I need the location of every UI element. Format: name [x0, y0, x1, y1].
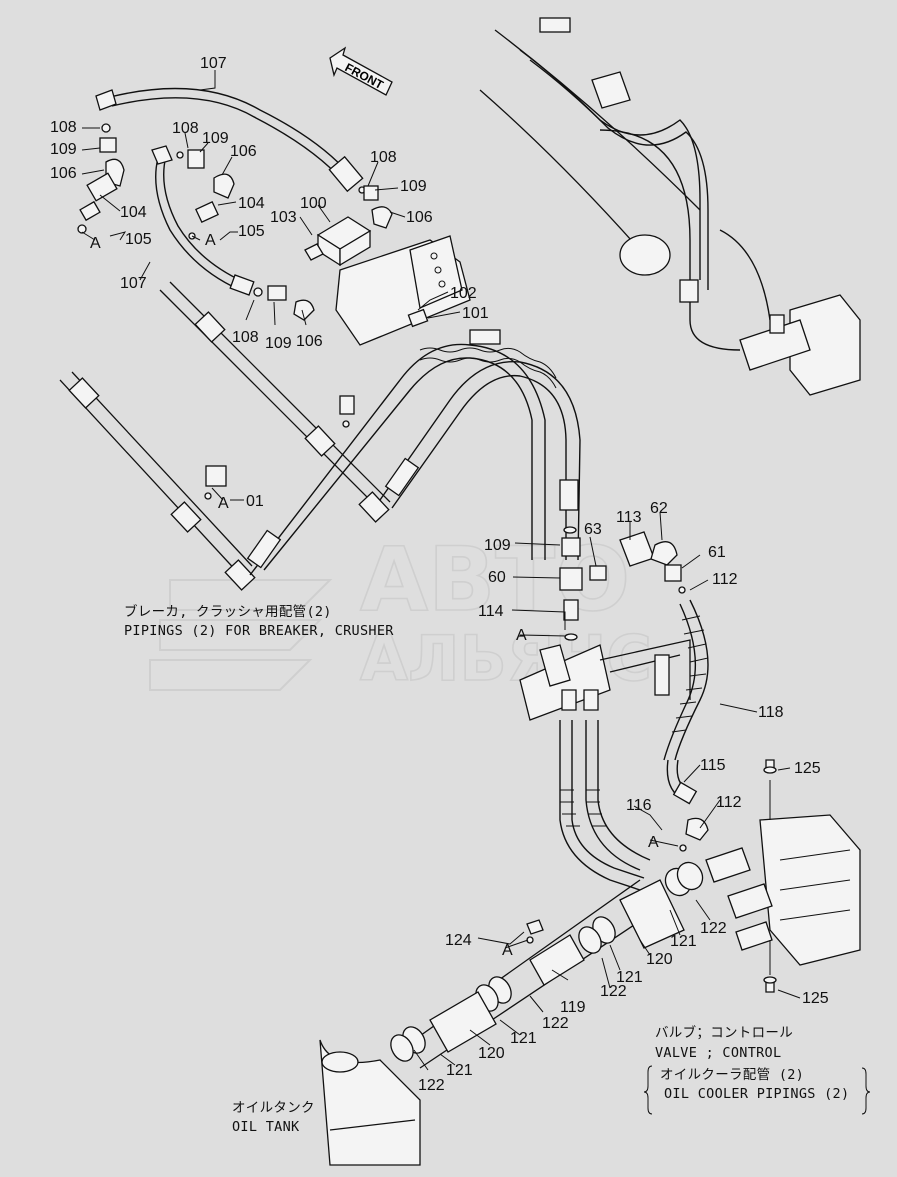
callout-122: 122 [542, 1015, 569, 1032]
callout-109: 109 [400, 178, 427, 195]
callout-106: 106 [296, 333, 323, 350]
callout-labels: 107 108 109 106 104 A 105 107 108 109 10… [50, 55, 829, 1094]
callout-109: 109 [50, 141, 77, 158]
front-arrow-label: FRONT [343, 60, 387, 92]
callout-120: 120 [646, 951, 673, 968]
control-valve [705, 759, 861, 993]
center-fittings [519, 526, 691, 721]
callout-121: 121 [446, 1062, 473, 1079]
callout-108: 108 [232, 329, 259, 346]
callout-A: A [516, 627, 527, 644]
front-arrow: FRONT [329, 46, 393, 96]
callout-A: A [90, 235, 101, 252]
callout-125: 125 [802, 990, 829, 1007]
callout-107: 107 [200, 55, 227, 72]
caption-tank-en: OIL TANK [232, 1119, 300, 1135]
cooler-hose-118 [663, 599, 709, 852]
callout-109: 109 [202, 130, 229, 147]
caption-tank-jp: オイルタンク [232, 1100, 315, 1116]
callout-108: 108 [50, 119, 77, 136]
callout-122: 122 [700, 920, 727, 937]
caption-breaker-jp: ブレーカ, クラッシャ用配管(2) [124, 603, 332, 620]
callout-60: 60 [488, 569, 506, 586]
callout-62: 62 [650, 500, 668, 517]
callout-121: 121 [670, 933, 697, 950]
callout-118: 118 [758, 704, 784, 721]
callout-112: 112 [712, 571, 738, 588]
callout-A: A [648, 834, 659, 851]
callout-108: 108 [370, 149, 397, 166]
callout-105: 105 [125, 231, 152, 248]
callout-124: 124 [445, 932, 472, 949]
arch-hoses [246, 329, 581, 576]
callout-112: 112 [716, 794, 742, 811]
callout-105: 105 [238, 223, 265, 240]
caption-cooler-en: OIL COOLER PIPINGS (2) [664, 1086, 849, 1102]
callout-106: 106 [230, 143, 257, 160]
callout-114: 114 [478, 603, 504, 620]
callout-01: 01 [246, 493, 264, 510]
callout-103: 103 [270, 209, 297, 226]
callout-119: 119 [560, 999, 586, 1016]
watermark-line1: АВТО [360, 528, 630, 631]
breaker-piping-upper [77, 87, 471, 346]
callout-122: 122 [600, 983, 627, 1000]
callout-100: 100 [300, 195, 327, 212]
callout-109: 109 [265, 335, 292, 352]
callout-108: 108 [172, 120, 199, 137]
callout-A: A [218, 495, 229, 512]
callout-106: 106 [406, 209, 433, 226]
caption-cooler-jp: オイルクーラ配管 (2) [660, 1067, 804, 1083]
captions: ブレーカ, クラッシャ用配管(2) PIPINGS (2) FOR BREAKE… [124, 603, 871, 1135]
callout-A: A [205, 232, 216, 249]
callout-101: 101 [462, 305, 489, 322]
callout-63: 63 [584, 521, 602, 538]
oil-tank [319, 1039, 421, 1166]
watermark-logo-icon [149, 579, 333, 691]
callout-109: 109 [484, 537, 511, 554]
callout-104: 104 [238, 195, 265, 212]
callout-A: A [502, 942, 513, 959]
callout-61: 61 [708, 544, 726, 561]
callout-125: 125 [794, 760, 821, 777]
leader-lines [81, 70, 801, 1071]
callout-113: 113 [616, 509, 642, 526]
callout-107: 107 [120, 275, 147, 292]
lower-hose-assembly [390, 720, 704, 1069]
callout-120: 120 [478, 1045, 505, 1062]
callout-115: 115 [700, 757, 726, 774]
breaker-pipe-run [59, 281, 391, 591]
caption-valve-jp: バルブ；コントロール [655, 1024, 793, 1041]
boom-valve-area [479, 17, 861, 396]
caption-valve-en: VALVE ; CONTROL [655, 1045, 781, 1061]
callout-121: 121 [510, 1030, 537, 1047]
callout-121: 121 [616, 969, 643, 986]
caption-breaker-en: PIPINGS (2) FOR BREAKER, CRUSHER [124, 623, 394, 639]
callout-104: 104 [120, 204, 147, 221]
callout-106: 106 [50, 165, 77, 182]
callout-102: 102 [450, 285, 477, 302]
callout-122: 122 [418, 1077, 445, 1094]
callout-116: 116 [626, 797, 652, 814]
